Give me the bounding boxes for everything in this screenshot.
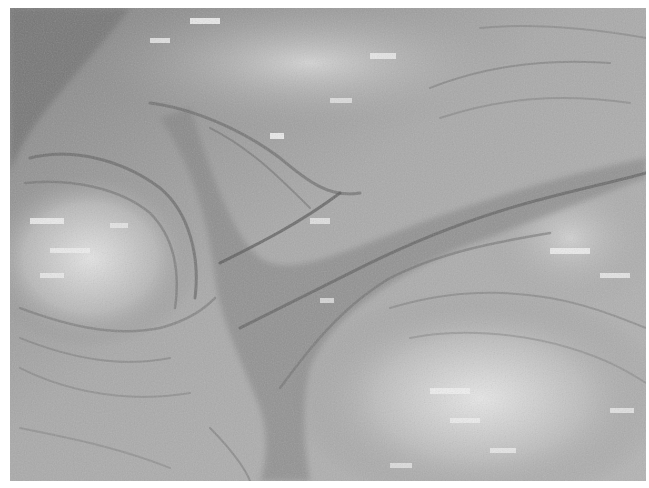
terrain-relief-map[interactable]	[10, 8, 646, 481]
terrain-texture	[10, 8, 646, 481]
